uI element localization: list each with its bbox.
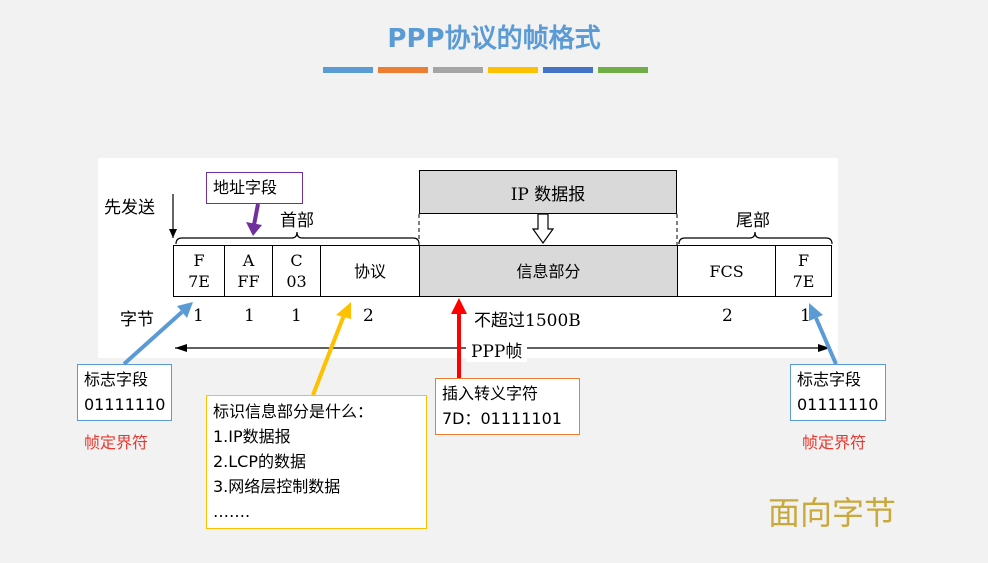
protocol-callout-item-2: 2.LCP的数据 [213, 452, 307, 471]
page-title: PPP协议的帧格式 [387, 24, 601, 54]
byte-count-fcs: 2 [722, 306, 733, 326]
watermark-text: 面向字节 [768, 494, 897, 532]
field-flag-end-bottom: 7E [792, 272, 815, 291]
field-address-bottom: FF [237, 272, 260, 291]
field-fcs-label: FCS [709, 261, 744, 281]
protocol-callout-item-4: ……. [213, 502, 251, 521]
address-field-callout: 地址字段 [206, 172, 303, 204]
field-information: 信息部分 [419, 245, 678, 297]
field-protocol-label: 协议 [353, 261, 386, 281]
byte-count-control: 1 [291, 306, 302, 326]
field-flag-start: F 7E [173, 245, 225, 297]
title-bar-gray [433, 67, 483, 73]
send-first-label: 先发送 [104, 198, 155, 218]
escape-callout-value: 7D：01111101 [442, 409, 562, 428]
field-control: C 03 [272, 245, 321, 297]
address-field-callout-text: 地址字段 [213, 178, 278, 197]
title-bar-green [598, 67, 648, 73]
byte-count-flag-start: 1 [193, 306, 204, 326]
field-information-label: 信息部分 [516, 261, 581, 281]
field-address-top: A [242, 251, 255, 270]
byte-count-information: 不超过1500B [474, 311, 581, 331]
field-flag-start-bottom: 7E [188, 272, 210, 291]
ppp-frame-label: PPP帧 [466, 337, 528, 362]
byte-count-address: 1 [244, 306, 255, 326]
byte-count-flag-end: 1 [800, 306, 811, 326]
header-label: 首部 [280, 211, 314, 231]
field-fcs: FCS [677, 245, 776, 297]
flag-callout-left-value: 01111110 [84, 395, 166, 414]
title-bar-darkblue [543, 67, 593, 73]
flag-callout-right-value: 01111110 [797, 395, 879, 414]
flag-callout-right: 标志字段 01111110 [790, 364, 886, 421]
title-bar-orange [378, 67, 428, 73]
ip-datagram-label: IP 数据报 [510, 184, 586, 205]
protocol-callout: 标识信息部分是什么： 1.IP数据报 2.LCP的数据 3.网络层控制数据 ……… [206, 395, 427, 529]
field-flag-end: F 7E [775, 245, 832, 297]
flag-callout-left-title: 标志字段 [84, 370, 149, 389]
title-bar-yellow [488, 67, 538, 73]
protocol-callout-item-3: 3.网络层控制数据 [213, 477, 341, 496]
protocol-callout-title: 标识信息部分是什么： [213, 402, 374, 421]
field-address: A FF [224, 245, 273, 297]
field-control-bottom: 03 [286, 272, 307, 291]
flag-callout-right-note: 帧定界符 [802, 433, 867, 452]
title-bar-blue [323, 67, 373, 73]
ip-datagram-box: IP 数据报 [419, 170, 677, 214]
trailer-label: 尾部 [736, 211, 770, 231]
field-flag-end-top: F [797, 251, 810, 270]
byte-count-protocol: 2 [363, 306, 374, 326]
flag-callout-left-note: 帧定界符 [84, 433, 149, 452]
escape-callout: 插入转义字符 7D：01111101 [435, 378, 580, 435]
flag-callout-right-title: 标志字段 [797, 370, 862, 389]
escape-callout-title: 插入转义字符 [442, 384, 539, 403]
bytes-label: 字节 [120, 310, 154, 330]
field-protocol: 协议 [320, 245, 420, 297]
flag-callout-left: 标志字段 01111110 [77, 364, 172, 421]
protocol-callout-item-1: 1.IP数据报 [213, 427, 291, 446]
field-flag-start-top: F [193, 251, 205, 270]
field-control-top: C [290, 251, 303, 270]
